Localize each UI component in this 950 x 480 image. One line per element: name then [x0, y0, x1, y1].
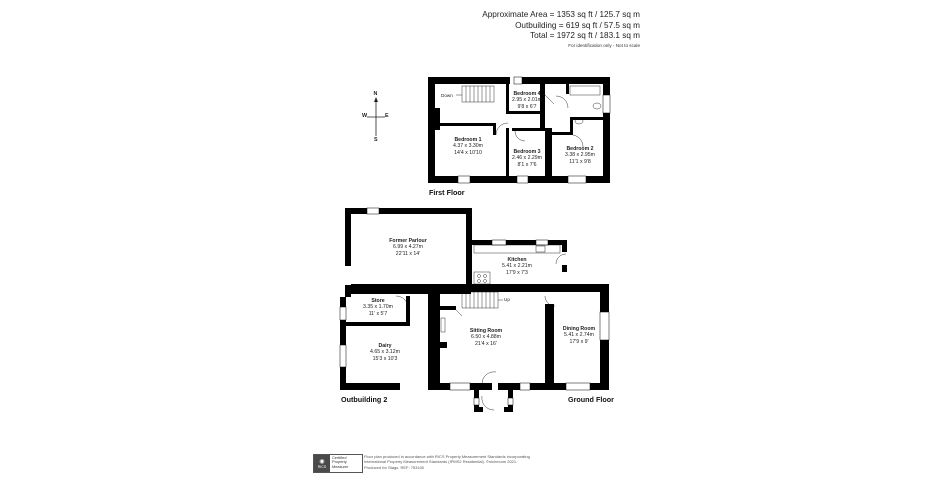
room-store: Store 3.35 x 1.70m 11' x 5'7 — [363, 298, 393, 317]
scale-note: For identification only - Not to scale — [568, 42, 640, 48]
rics-badge: ◉ RICS Certified Property Measurer — [313, 454, 363, 473]
compass-icon: N W E S — [361, 91, 391, 144]
room-former-parlour: Former Parlour 6.99 x 4.27m 22'11 x 14' — [389, 238, 427, 257]
room-bedroom-4: Bedroom 4 2.95 x 2.01m 9'8 x 6'7 — [512, 91, 542, 110]
area-approx: Approximate Area = 1353 sq ft / 125.7 sq… — [482, 10, 640, 19]
room-sitting-room: Sitting Room 6.50 x 4.88m 21'4 x 16' — [469, 328, 503, 347]
room-bedroom-3: Bedroom 3 2.46 x 2.29m 8'1 x 7'6 — [512, 149, 542, 168]
compass-w: W — [362, 113, 368, 119]
area-outbuilding: Outbuilding = 619 sq ft / 57.5 sq m — [515, 20, 640, 30]
footer-disclaimer: Floor plan produced in accordance with R… — [364, 454, 530, 470]
compass-e: E — [385, 113, 389, 119]
compass-n: N — [373, 91, 378, 97]
compass-s: S — [374, 137, 378, 143]
room-bedroom-2: Bedroom 2 3.38 x 2.95m 11'1 x 9'8 — [565, 146, 595, 165]
ground-floor-label: Ground Floor — [568, 395, 614, 404]
room-dairy: Dairy 4.65 x 3.12m 15'3 x 10'3 — [370, 343, 400, 362]
room-kitchen: Kitchen 5.41 x 2.21m 17'9 x 7'3 — [502, 257, 532, 276]
stairs-down-label: Down — [441, 93, 453, 98]
room-bedroom-1: Bedroom 1 4.37 x 3.30m 14'4 x 10'10 — [453, 137, 483, 156]
area-summary: Approximate Area = 1353 sq ft / 125.7 sq… — [482, 10, 640, 50]
stairs-up-label: Up — [504, 297, 510, 302]
room-dining-room: Dining Room 5.41 x 2.74m 17'9 x 9' — [562, 326, 596, 345]
outbuilding-label: Outbuilding 2 — [341, 395, 388, 404]
first-floor-label: First Floor — [429, 188, 465, 197]
rics-logo-icon: ◉ RICS — [314, 455, 330, 472]
area-total: Total = 1972 sq ft / 183.1 sq m — [530, 31, 640, 40]
